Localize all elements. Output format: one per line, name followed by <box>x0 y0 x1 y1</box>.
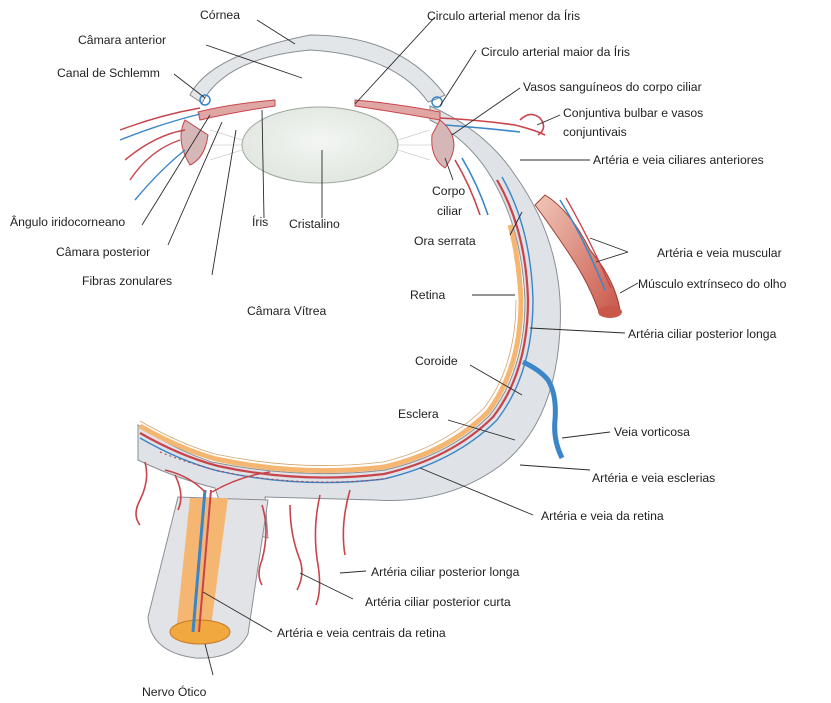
label-coroide: Coroide <box>415 354 458 368</box>
label-iris: Íris <box>252 214 268 229</box>
label-veia-retina: Artéria e veia da retina <box>541 509 664 523</box>
label-angulo-iridocorneano: Ângulo iridocorneano <box>10 214 125 229</box>
ciliary-body-left <box>181 120 208 165</box>
label-conjuntiva-2: conjuntivais <box>563 125 627 139</box>
label-esclera: Esclera <box>398 407 439 421</box>
label-ciliar-curta: Artéria ciliar posterior curta <box>365 595 511 609</box>
label-cristalino: Cristalino <box>289 217 340 231</box>
label-corpo-ciliar-1: Corpo <box>432 184 465 198</box>
label-centrais-retina: Artéria e veia centrais da retina <box>277 626 446 640</box>
label-ciliares-anteriores: Artéria e veia ciliares anteriores <box>593 153 764 167</box>
label-corpo-ciliar-2: ciliar <box>437 204 462 218</box>
label-ciliar-longa-2: Artéria ciliar posterior longa <box>371 565 520 579</box>
retina-layer <box>140 225 521 471</box>
label-nervo-otico: Nervo Ótico <box>142 684 207 699</box>
label-cornea: Córnea <box>200 8 240 22</box>
lens <box>242 107 398 183</box>
label-circulo-menor: Circulo arterial menor da Íris <box>427 8 580 23</box>
label-camara-posterior: Câmara posterior <box>56 245 150 259</box>
label-veia-vorticosa: Veia vorticosa <box>614 425 690 439</box>
label-veia-esclerias: Artéria e veia esclerias <box>592 471 715 485</box>
label-vasos-corpo-ciliar: Vasos sanguíneos do corpo ciliar <box>523 80 702 94</box>
label-ora-serrata: Ora serrata <box>414 234 476 248</box>
label-musculo-extrinseco: Músculo extrínseco do olho <box>638 277 787 291</box>
label-retina: Retina <box>410 288 445 302</box>
label-ciliar-posterior-longa: Artéria ciliar posterior longa <box>628 327 777 341</box>
label-camara-anterior: Câmara anterior <box>78 33 166 47</box>
label-arteria-veia-muscular: Artéria e veia muscular <box>657 246 782 260</box>
label-fibras-zonulares: Fibras zonulares <box>82 274 172 288</box>
label-canal-schlemm: Canal de Schlemm <box>57 66 160 80</box>
label-camara-vitrea: Câmara Vítrea <box>247 304 326 318</box>
cornea <box>190 35 445 103</box>
label-conjuntiva-1: Conjuntiva bulbar e vasos <box>563 106 703 120</box>
label-circulo-maior: Circulo arterial maior da Íris <box>481 44 630 59</box>
